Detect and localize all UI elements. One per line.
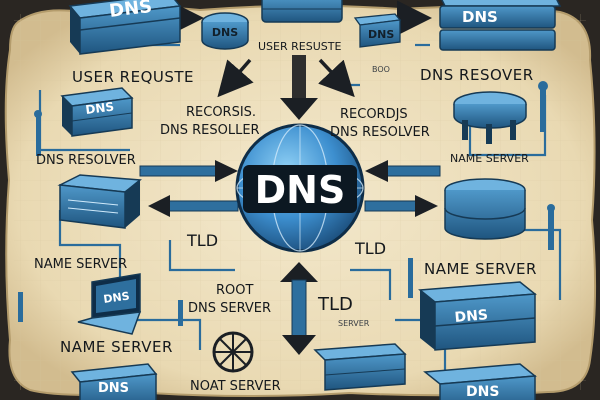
server-label-bottom-right-lower: DNS <box>466 384 499 400</box>
server-label-bottom-right-upper: DNS <box>454 307 489 326</box>
server-stack-bottom-left: DNS <box>70 363 158 400</box>
label-name-server-bottom-left: NAME SERVER <box>60 338 173 356</box>
label-recursive-left-1: RECORSIS. <box>186 105 256 120</box>
server-label-top-left: DNS <box>108 0 153 22</box>
server-label-top-center: DNS <box>212 26 238 39</box>
label-dns-resover: DNS RESOVER <box>420 66 534 84</box>
arrow-left-to-dns <box>139 160 238 182</box>
label-dns-resolver-left: DNS RESOLVER <box>36 153 136 168</box>
server-stack-bottom-center <box>313 343 407 391</box>
label-tld-bottom: TLD <box>317 294 353 315</box>
arrow-vertical-bottom <box>280 262 318 355</box>
label-user-request-top: USER RESUSTE <box>258 40 341 53</box>
server-cylinder-right <box>444 178 526 240</box>
label-name-server-right-lower: NAME SERVER <box>424 260 537 278</box>
label-root-2: DNS SERVER <box>188 301 271 316</box>
label-name-server-right: NAME SERVER <box>450 152 529 165</box>
label-root-1: ROOT <box>216 283 253 298</box>
flow-arrows <box>169 0 432 98</box>
arrow-right-to-dns <box>365 160 441 182</box>
server-stack-mid-left: DNS <box>60 87 134 137</box>
label-recursive-right-2: DNS RESOLVER <box>330 125 430 140</box>
label-recursive-right-1: RECORDJS <box>340 107 408 122</box>
server-stack-top-left: DNS <box>68 0 182 55</box>
label-tld-right: TLD <box>354 239 386 258</box>
laptop-icon: DNS <box>77 273 142 335</box>
decorative-posts <box>18 81 555 326</box>
server-label-bottom-left: DNS <box>98 381 129 396</box>
label-recursive-left-2: DNS RESOLLER <box>160 123 260 138</box>
label-name-server-left: NAME SERVER <box>34 257 127 272</box>
wheel-icon <box>212 331 254 373</box>
arrow-down-top <box>280 55 318 120</box>
server-flat-left <box>57 174 142 229</box>
server-round-right <box>453 91 527 144</box>
center-dns-label: DNS <box>255 168 346 212</box>
server-label-mid-left: DNS <box>85 100 115 117</box>
server-stack-top-center <box>261 0 343 23</box>
server-label-top-right: DNS <box>462 8 498 26</box>
server-label-laptop: DNS <box>103 289 131 306</box>
label-tiny-boo: BOO <box>372 65 390 74</box>
server-top-center-left: DNS <box>201 12 249 50</box>
label-server-small: SERVER <box>338 319 370 328</box>
arrow-dns-to-left <box>148 195 239 217</box>
server-top-small-right: DNS <box>353 13 402 48</box>
label-noat-server: NOAT SERVER <box>190 379 281 394</box>
label-user-request-left: USER REQUSTE <box>72 68 194 86</box>
arrow-dns-to-right <box>364 195 438 217</box>
text-labels: USER RESUSTE USER REQUSTE DNS RESOVER RE… <box>34 40 537 394</box>
server-stack-top-right: DNS <box>439 0 562 51</box>
dns-globe: DNS <box>235 123 365 253</box>
server-stack-bottom-right-lower: DNS <box>423 363 537 400</box>
dns-label-plate <box>243 165 357 213</box>
server-stack-bottom-right-upper: DNS <box>418 281 537 351</box>
label-tld-left: TLD <box>186 231 218 250</box>
server-label-top-right-small: DNS <box>368 28 394 41</box>
